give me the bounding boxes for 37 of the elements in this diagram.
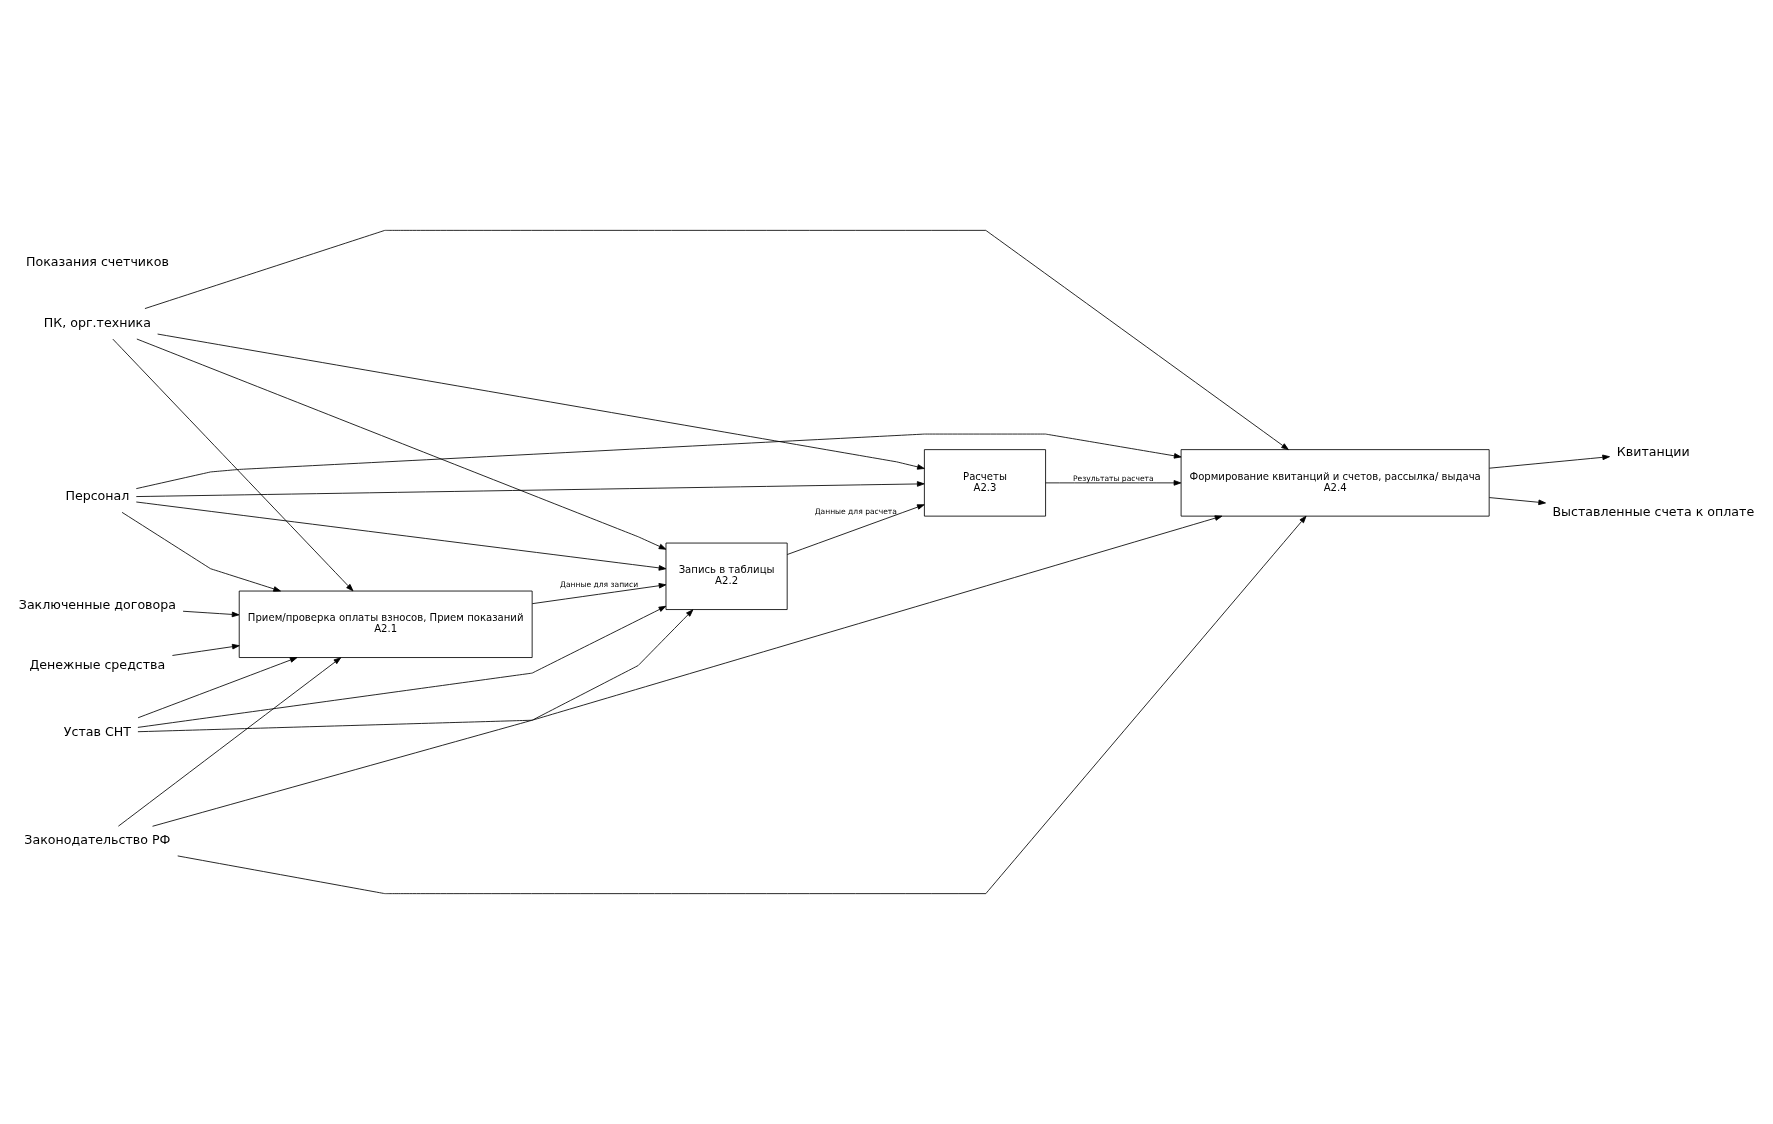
- arrow: [152, 609, 694, 827]
- arrow: [137, 657, 298, 719]
- node-text: Денежные средства: [29, 657, 166, 673]
- arrow: [135, 433, 1182, 490]
- edge-label: Результаты расчета: [1073, 473, 1154, 483]
- arrow: [137, 605, 667, 728]
- node-box: Запись в таблицы A2.2: [665, 542, 788, 610]
- arrow: [172, 643, 240, 656]
- node-box: Прием/проверка оплаты взносов, Прием показаний A2.1: [238, 590, 533, 658]
- arrow: [182, 610, 240, 618]
- node-text: Законодательство РФ: [24, 832, 171, 848]
- edge-label: Данные для расчета: [814, 507, 897, 517]
- node-box: Формирование квитанций и счетов, рассылка/ выдача A2.4: [1180, 449, 1490, 517]
- label: Показания счетчиков: [25, 254, 169, 270]
- node-box: Расчеты A2.3: [923, 449, 1046, 517]
- arrow: [157, 333, 925, 470]
- node-text: Квитанции: [1616, 443, 1690, 459]
- arrow: [135, 481, 925, 497]
- node-text: Устав СНТ: [63, 723, 131, 739]
- arrow: [121, 511, 281, 592]
- arrow: [117, 657, 342, 827]
- arrow: [1045, 480, 1182, 486]
- node-text: Заключенные договора: [18, 596, 176, 612]
- node-text: Выставленные счета к оплате: [1552, 504, 1755, 520]
- node-text: ПК, орг.техника: [43, 314, 151, 330]
- arrow: [137, 515, 1223, 733]
- arrow: [177, 515, 1307, 895]
- arrow: [136, 338, 667, 550]
- node-text: Персонал: [65, 488, 130, 504]
- edge-label: Данные для записи: [560, 579, 639, 589]
- arrow: [786, 504, 925, 555]
- arrow: [112, 338, 354, 592]
- arrow: [1488, 497, 1546, 506]
- arrow: [531, 582, 667, 605]
- arrow: [144, 229, 1289, 451]
- arrow: [1488, 454, 1610, 469]
- arrow: [135, 501, 667, 571]
